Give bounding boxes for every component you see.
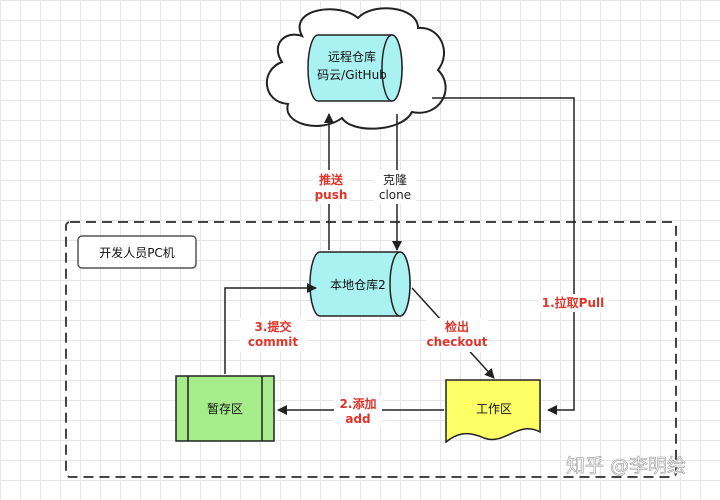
commit-arrow — [224, 283, 317, 374]
remote-repo-subtitle: 码云/GitHub — [317, 68, 387, 82]
watermark-text: 知乎 @李明绘 — [566, 455, 686, 477]
checkout-label-en: checkout — [426, 335, 487, 349]
local-repo-label: 本地仓库2 — [330, 277, 386, 292]
remote-repo-cloud: 远程仓库 码云/GitHub — [266, 7, 447, 130]
push-label-en: push — [315, 188, 348, 202]
add-label-cn: 2.添加 — [340, 396, 377, 411]
add-label-en: add — [345, 412, 370, 426]
pull-label: 1.拉取Pull — [542, 295, 604, 310]
checkout-label-cn: 检出 — [445, 319, 469, 334]
remote-repo-title: 远程仓库 — [328, 49, 376, 64]
local-repo-cylinder: 本地仓库2 — [309, 251, 411, 317]
working-area-document: 工作区 — [445, 379, 541, 444]
clone-label-cn: 克隆 — [383, 172, 407, 187]
developer-pc-group — [65, 221, 677, 478]
pull-arrow — [432, 97, 575, 415]
developer-pc-label-box: 开发人员PC机 — [77, 235, 197, 269]
developer-pc-label: 开发人员PC机 — [99, 245, 175, 260]
working-area-label: 工作区 — [476, 402, 512, 416]
commit-label-en: commit — [248, 335, 298, 349]
commit-label-cn: 3.提交 — [255, 319, 292, 334]
staging-area-box: 暂存区 — [175, 375, 275, 442]
remote-repo-cylinder — [307, 34, 403, 102]
push-label-cn: 推送 — [319, 172, 344, 187]
clone-label-en: clone — [379, 188, 411, 202]
staging-area-label: 暂存区 — [207, 402, 243, 416]
